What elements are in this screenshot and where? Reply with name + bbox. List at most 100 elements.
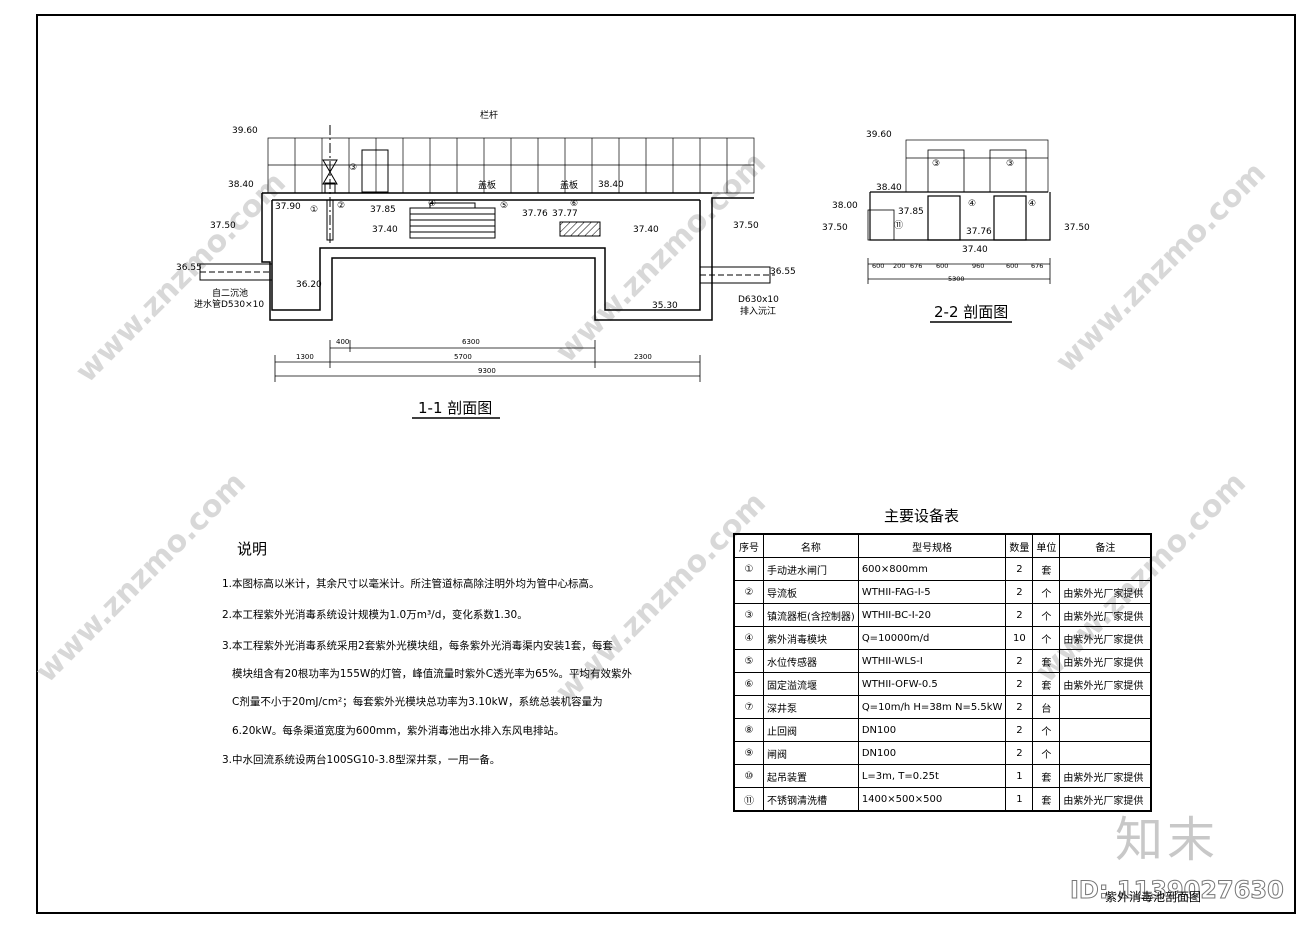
dimension-text: 200 — [893, 262, 905, 270]
elevation-label: 37.40 — [372, 225, 398, 235]
table-cell-name: 深井泵 — [763, 695, 859, 719]
elevation-label: 36.20 — [296, 280, 322, 290]
sheet-title: 紫外消毒池剖面图 — [1105, 890, 1202, 904]
elevation-label: 37.85 — [898, 207, 924, 217]
section-2-2-dims — [867, 258, 1051, 284]
marker-label: ③ — [349, 163, 357, 173]
note-line: 6.20kW。每条渠道宽度为600mm，紫外消毒池出水排入东风电排站。 — [232, 725, 565, 737]
dimension-text: 676 — [910, 262, 922, 270]
table-cell-name: 镇流器柜(含控制器) — [763, 603, 859, 627]
elevation-label: 37.90 — [275, 202, 301, 212]
dimension-text: 2300 — [634, 353, 652, 361]
table-cell-spec: 1400×500×500 — [857, 787, 1007, 812]
column-header: 单位 — [1032, 533, 1061, 558]
table-cell-note: 由紫外光厂家提供 — [1059, 672, 1152, 696]
dimension-text: 5300 — [948, 275, 965, 283]
elevation-label: 39.60 — [232, 126, 258, 136]
dimension-text: 6300 — [462, 338, 480, 346]
dimension-lines — [274, 340, 701, 382]
table-cell-qty: 2 — [1005, 672, 1034, 696]
dimension-text: 600 — [872, 262, 884, 270]
note-line: 3.本工程紫外光消毒系统采用2套紫外光模块组，每条紫外光消毒渠内安装1套，每套 — [222, 640, 613, 652]
table-cell-note — [1059, 741, 1152, 765]
elevation-label: 36.55 — [770, 267, 796, 277]
elevation-label: 37.76 — [522, 209, 548, 219]
table-cell-name: 导流板 — [763, 580, 859, 604]
table-cell-no: ⑨ — [733, 741, 764, 765]
table-cell-qty: 2 — [1005, 557, 1034, 581]
table-cell-spec: DN100 — [857, 741, 1007, 765]
dimension-text: 1300 — [296, 353, 314, 361]
table-cell-note: 由紫外光厂家提供 — [1059, 764, 1152, 788]
table-cell-qty: 1 — [1005, 764, 1034, 788]
table-cell-spec: WTHII-OFW-0.5 — [857, 672, 1007, 696]
table-cell-unit: 个 — [1032, 603, 1061, 627]
marker-label: ④ — [428, 199, 436, 209]
table-header-row: 序号 名称 型号规格 数量 单位 备注 — [733, 533, 1152, 558]
table-cell-note: 由紫外光厂家提供 — [1059, 649, 1152, 673]
note-line: C剂量不小于20mJ/cm²；每套紫外光模块总功率为3.10kW，系统总装机容量… — [232, 696, 603, 708]
elevation-label: 39.60 — [866, 130, 892, 140]
table-cell-note — [1059, 695, 1152, 719]
outlet-label: D630x10 — [738, 295, 779, 305]
elevation-label: 37.40 — [633, 225, 659, 235]
drawing-border — [36, 14, 1296, 914]
cover-label: 盖板 — [478, 179, 496, 191]
table-cell-spec: DN100 — [857, 718, 1007, 742]
table-cell-name: 止回阀 — [763, 718, 859, 742]
elevation-label: 38.00 — [832, 201, 858, 211]
railing-grid — [267, 137, 755, 194]
table-cell-note — [1059, 557, 1152, 581]
table-cell-spec: L=3m, T=0.25t — [857, 764, 1007, 788]
column-header: 型号规格 — [857, 533, 1007, 558]
channel-outline — [261, 192, 754, 321]
table-cell-no: ② — [733, 580, 764, 604]
elevation-label: 38.40 — [598, 180, 624, 190]
table-cell-unit: 套 — [1032, 787, 1061, 812]
inlet-pipe — [199, 263, 273, 281]
table-cell-name: 不锈钢清洗槽 — [763, 787, 859, 812]
ballast-cabinet — [361, 149, 389, 193]
outlet-pipe — [699, 266, 775, 284]
table-cell-qty: 1 — [1005, 787, 1034, 812]
table-cell-name: 紫外消毒模块 — [763, 626, 859, 650]
railing-label: 栏杆 — [480, 109, 498, 121]
dimension-text: 676 — [1031, 262, 1043, 270]
marker-label: ④ — [1028, 199, 1036, 209]
note-line: 3.中水回流系统设两台100SG10-3.8型深井泵，一用一备。 — [222, 754, 501, 766]
table-cell-note: 由紫外光厂家提供 — [1059, 603, 1152, 627]
table-cell-no: ⑦ — [733, 695, 764, 719]
column-header: 名称 — [763, 533, 859, 558]
table-cell-no: ⑪ — [733, 787, 764, 812]
elevation-label: 37.50 — [210, 221, 236, 231]
table-cell-no: ⑧ — [733, 718, 764, 742]
table-cell-no: ① — [733, 557, 764, 581]
table-cell-spec: Q=10000m/d — [857, 626, 1007, 650]
table-cell-qty: 2 — [1005, 603, 1034, 627]
table-cell-unit: 个 — [1032, 741, 1061, 765]
table-cell-unit: 个 — [1032, 718, 1061, 742]
elevation-label: 37.50 — [733, 221, 759, 231]
marker-label: ④ — [968, 199, 976, 209]
table-cell-spec: Q=10m/h H=38m N=5.5kW — [857, 695, 1007, 719]
table-cell-qty: 10 — [1005, 626, 1034, 650]
elevation-label: 37.76 — [966, 227, 992, 237]
table-cell-unit: 套 — [1032, 649, 1061, 673]
dimension-text: 600 — [1006, 262, 1018, 270]
table-cell-note: 由紫外光厂家提供 — [1059, 626, 1152, 650]
table-cell-unit: 台 — [1032, 695, 1061, 719]
weir — [559, 221, 601, 237]
table-cell-unit: 个 — [1032, 580, 1061, 604]
elevation-label: 37.50 — [822, 223, 848, 233]
section-1-1-title: 1-1 剖面图 — [418, 399, 492, 417]
notes-title: 说明 — [237, 540, 268, 558]
